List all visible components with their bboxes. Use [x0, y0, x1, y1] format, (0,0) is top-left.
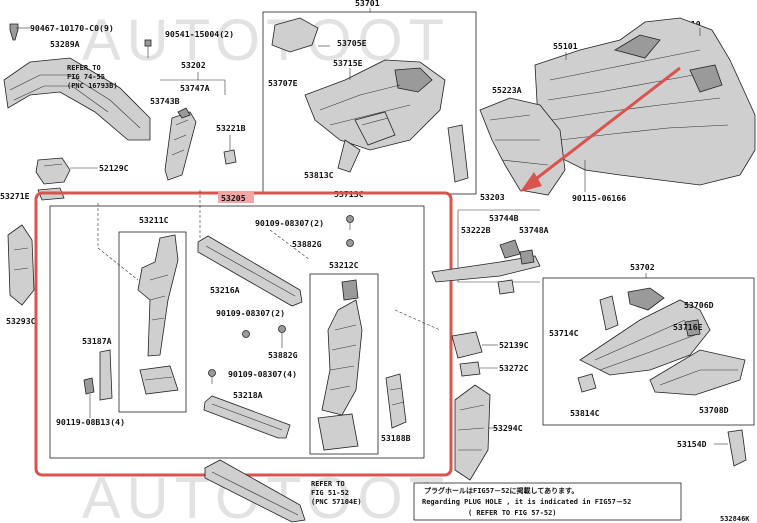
label-53294c: 53294C [493, 423, 523, 433]
label-53203: 53203 [480, 192, 505, 202]
refer-note-2-line2: FIG 51-52 [311, 489, 349, 497]
red-arrow-icon [520, 66, 681, 192]
part-53203-shape [431, 239, 541, 295]
label-53188b: 53188B [381, 433, 411, 443]
label-53212c: 53212C [329, 260, 359, 270]
label-53205: 53205 [221, 193, 246, 203]
label-53289a: 53289A [50, 39, 80, 49]
note-line-ref: ( REFER TO FIG 57-52) [468, 509, 557, 517]
label-55101: 55101 [553, 41, 578, 51]
label-highlight [218, 192, 254, 203]
label-52129c: 52129C [99, 163, 129, 173]
bolt-icon [144, 39, 152, 58]
label-53216a: 53216A [210, 285, 240, 295]
label-53813c-top: 53813C [304, 170, 334, 180]
part-53154d-shape [727, 429, 747, 467]
label-53702: 53702 [630, 262, 655, 272]
label-53272c: 53272C [499, 363, 529, 373]
label-53748a: 53748A [519, 225, 549, 235]
label-53211c: 53211C [139, 215, 169, 225]
label-53221b: 53221B [216, 123, 246, 133]
label-90109-c: 90109-08307(4) [228, 369, 297, 379]
part-53289a-shape [3, 57, 151, 141]
label-55223a: 55223A [492, 85, 522, 95]
note-line-en: Regarding PLUG HOLE , it is indicated in… [422, 498, 631, 506]
label-53706d: 53706D [684, 300, 714, 310]
part-53294c-shape [454, 384, 491, 481]
label-53202: 53202 [181, 60, 206, 70]
bolt-icon-2 [242, 330, 250, 338]
part-dash-panel-shape [479, 17, 756, 196]
label-53705e: 53705E [337, 38, 367, 48]
label-53707e: 53707E [268, 78, 298, 88]
part-52129c-shape [35, 157, 71, 185]
clip-icon [9, 23, 19, 41]
label-53154d: 53154D [677, 439, 707, 449]
label-53716e: 53716E [673, 322, 703, 332]
label-90109-a: 90109-08307(2) [255, 218, 324, 228]
label-53882g-a: 53882G [292, 239, 322, 249]
part-53272c-shape [459, 361, 481, 377]
part-52139c-shape [451, 331, 483, 359]
nut-icon-2 [278, 325, 286, 333]
label-53218a: 53218A [233, 390, 263, 400]
refer-note-1-line2: FIG 74-55 [67, 73, 105, 81]
label-53271e: 53271E [0, 191, 30, 201]
bracket-53221b-shape [223, 149, 237, 165]
refer-note-2-line1: REFER TO [311, 480, 345, 488]
part-53202-shape [164, 107, 197, 181]
part-53293c-shape [7, 224, 35, 306]
part-53212c-shape [317, 279, 363, 451]
part-53216a-shape [197, 235, 303, 307]
box-53211c [118, 231, 187, 413]
label-90115: 90115-06166 [572, 193, 626, 203]
box-53205-inner [49, 205, 425, 459]
part-53701-shape [271, 17, 469, 183]
label-53882g-b: 53882G [268, 350, 298, 360]
label-53747a: 53747A [180, 83, 210, 93]
label-53744b: 53744B [489, 213, 519, 223]
label-53293c: 53293C [6, 316, 36, 326]
label-90467: 90467-10170-C0(9) [30, 23, 114, 33]
label-90541: 90541-15004(2) [165, 29, 234, 39]
label-53715e: 53715E [333, 58, 363, 68]
refer-note-1-line3: (PNC 16793B) [67, 82, 118, 90]
label-53714c: 53714C [549, 328, 579, 338]
label-53701: 53701 [355, 0, 380, 8]
label-90119: 90119-08B13(4) [56, 417, 125, 427]
diagram-code: 532846K [720, 515, 750, 523]
part-53211c-shape [137, 234, 179, 395]
note-line-jp: プラグホールはFIG57－52に掲載してあります。 [424, 486, 578, 495]
box-53212c [309, 273, 379, 455]
part-53218a-shape [203, 395, 291, 439]
label-53743b: 53743B [150, 96, 180, 106]
label-53814c: 53814C [570, 408, 600, 418]
plug-hole-note-box [413, 482, 682, 521]
part-53702-shape [577, 287, 746, 396]
label-53708d: 53708D [699, 405, 729, 415]
label-53187a: 53187A [82, 336, 112, 346]
part-lower-rail-shape [204, 459, 306, 523]
label-90109-b: 90109-08307(2) [216, 308, 285, 318]
part-53187a-shape [83, 349, 113, 401]
box-53702 [542, 277, 755, 426]
refer-note-2-line3: (PNC 57104E) [311, 498, 362, 506]
label-53222b: 53222B [461, 225, 491, 235]
refer-note-1-line1: REFER TO [67, 64, 101, 72]
label-52139c: 52139C [499, 340, 529, 350]
bolt-icon-1 [346, 215, 354, 230]
bolt-icon-3 [208, 369, 216, 384]
part-53188b-shape [385, 373, 407, 429]
nut-icon-1 [346, 239, 354, 247]
